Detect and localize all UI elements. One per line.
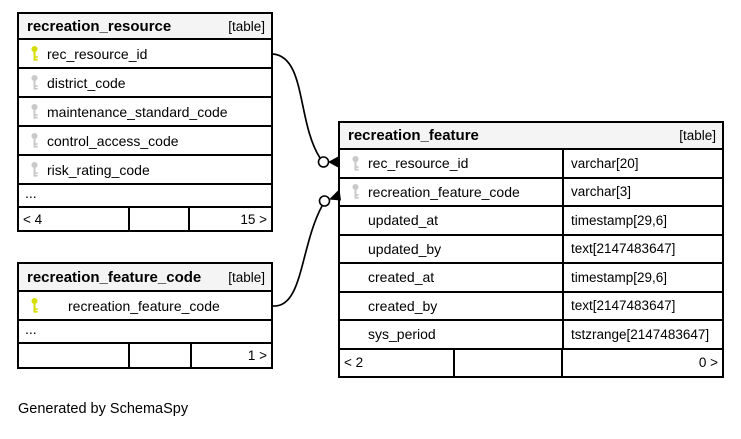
table-row: risk_rating_code [19, 156, 271, 185]
pager-left [19, 344, 130, 367]
column-name: sys_period [368, 326, 436, 343]
column-type: text[2147483647] [562, 292, 722, 319]
table-pager: 1 > [19, 344, 271, 367]
key-icon [26, 161, 42, 178]
table-recreation-feature[interactable]: recreation_feature [table] rec_resource_… [338, 121, 724, 378]
table-row: sys_period tstzrange[2147483647] [340, 321, 722, 350]
table-row: created_at timestamp[29,6] [340, 264, 722, 293]
pager-middle [130, 208, 190, 230]
table-row: updated_by text[2147483647] [340, 235, 722, 264]
column-type: timestamp[29,6] [562, 207, 722, 234]
table-tag: [table] [228, 269, 265, 285]
ellipsis-row: ... [19, 185, 271, 208]
table-row: rec_resource_id [19, 40, 271, 69]
table-row: updated_at timestamp[29,6] [340, 207, 722, 236]
table-title: recreation_feature_code [27, 268, 202, 286]
column-type: timestamp[29,6] [562, 264, 722, 291]
fk-circle-icon [318, 195, 331, 207]
column-name: maintenance_standard_code [47, 103, 228, 120]
column-type: text[2147483647] [562, 235, 722, 262]
column-name: risk_rating_code [47, 161, 150, 178]
table-recreation-resource[interactable]: recreation_resource [table] rec_resource… [17, 12, 273, 232]
key-icon [26, 74, 42, 91]
table-row: maintenance_standard_code [19, 98, 271, 127]
key-icon [26, 132, 42, 149]
pager-middle [130, 344, 192, 367]
column-name: district_code [47, 74, 126, 91]
pager-right[interactable]: 1 > [247, 348, 267, 363]
column-name: rec_resource_id [368, 155, 469, 172]
table-row: rec_resource_id varchar[20] [340, 150, 722, 179]
table-header[interactable]: recreation_feature [table] [340, 123, 722, 150]
primary-key-icon [26, 45, 42, 62]
table-row: recreation_feature_code [19, 292, 271, 321]
table-pager: < 2 0 > [340, 349, 722, 376]
column-name: rec_resource_id [47, 45, 148, 62]
table-row: district_code [19, 69, 271, 98]
column-name: recreation_feature_code [68, 297, 220, 314]
column-type: tstzrange[2147483647] [562, 321, 722, 348]
fk-curve-rec-resource-id [272, 53, 321, 159]
key-icon [26, 103, 42, 120]
pager-left[interactable]: < 2 [340, 349, 455, 376]
column-name: updated_by [368, 240, 442, 257]
column-name: created_by [368, 297, 438, 314]
pager-left[interactable]: < 4 [19, 208, 130, 230]
column-name: recreation_feature_code [368, 183, 520, 200]
primary-key-icon [26, 297, 42, 314]
table-title: recreation_feature [348, 127, 479, 144]
column-type: varchar[20] [562, 150, 722, 177]
table-tag: [table] [679, 128, 716, 143]
table-tag: [table] [228, 18, 265, 34]
key-icon [347, 155, 363, 172]
pager-right[interactable]: 15 > [240, 211, 267, 227]
fk-curve-recreation-feature-code [272, 205, 323, 307]
table-row: recreation_feature_code varchar[3] [340, 178, 722, 207]
column-name: updated_at [368, 212, 439, 229]
table-header[interactable]: recreation_feature_code [table] [19, 264, 271, 292]
pager-middle [455, 349, 563, 376]
table-title: recreation_resource [27, 17, 172, 35]
column-name: created_at [368, 269, 435, 286]
table-recreation-feature-code[interactable]: recreation_feature_code [table] recreati… [17, 262, 273, 369]
column-type: varchar[3] [562, 178, 722, 205]
table-row: created_by text[2147483647] [340, 292, 722, 321]
key-icon [347, 183, 363, 200]
ellipsis-row: ... [19, 321, 271, 344]
pager-right[interactable]: 0 > [698, 355, 718, 370]
fk-circle-icon [317, 156, 330, 168]
generated-by-note: Generated by SchemaSpy [18, 401, 189, 417]
table-pager: < 4 15 > [19, 208, 271, 230]
column-name: control_access_code [47, 132, 179, 149]
table-header[interactable]: recreation_resource [table] [19, 14, 271, 40]
table-row: control_access_code [19, 127, 271, 156]
